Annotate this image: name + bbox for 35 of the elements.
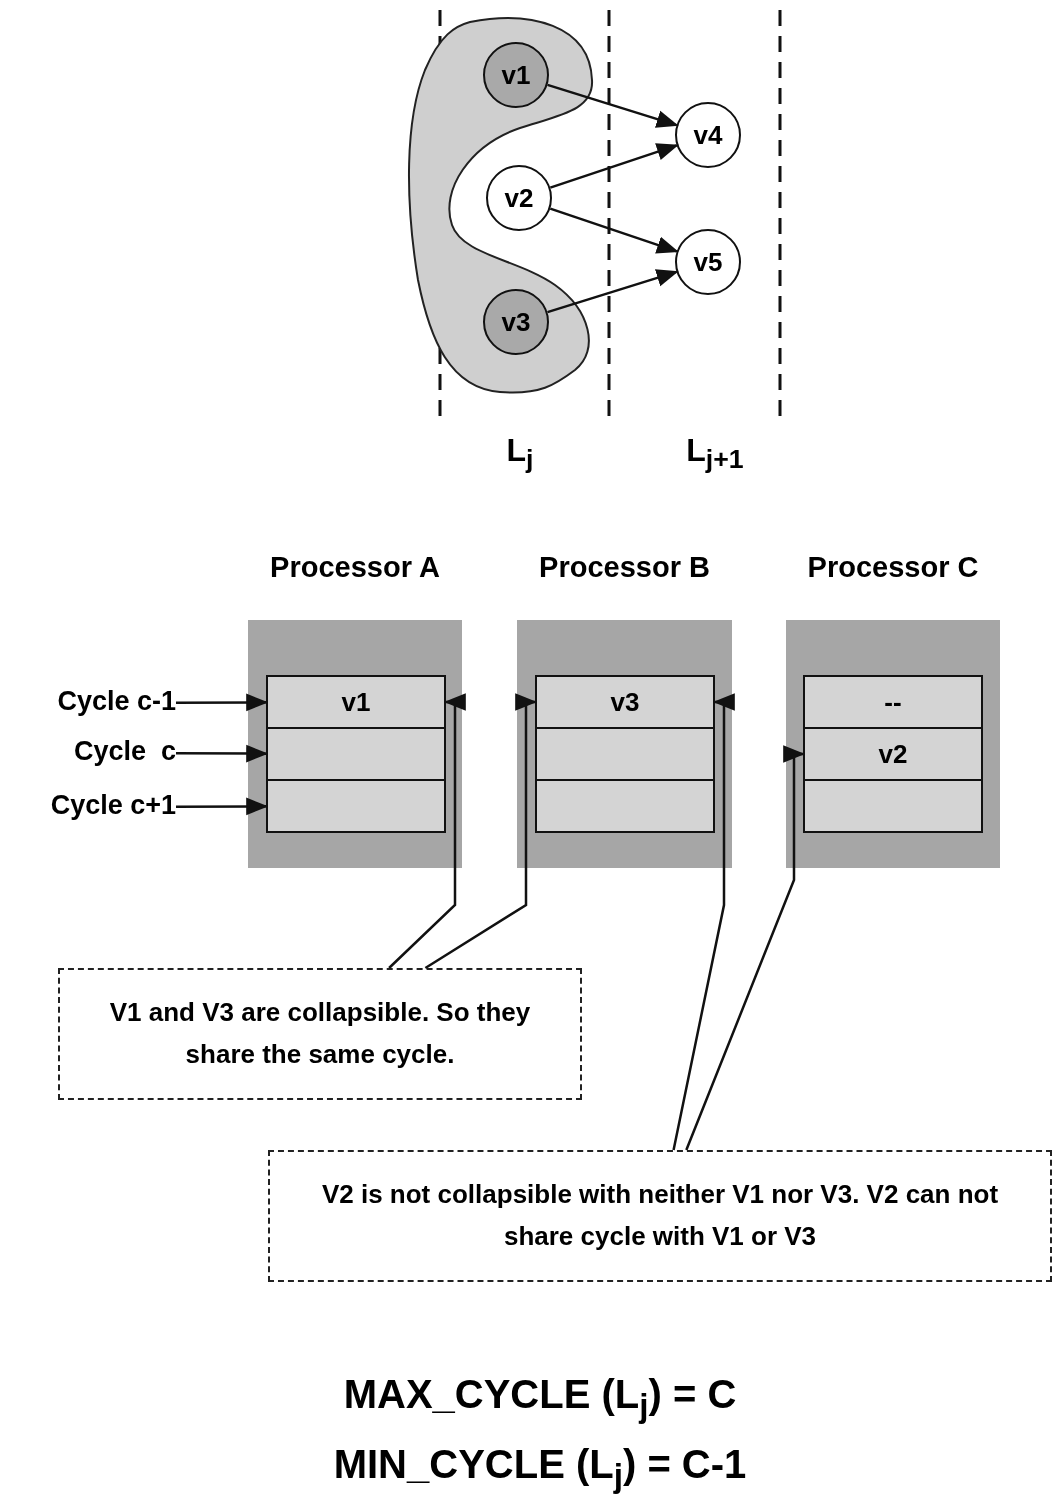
arrow [549,207,679,254]
processor-heading: Processor A [269,551,441,584]
cycle-slot [535,727,715,781]
processor-heading: Processor C [806,551,980,584]
layer-label: L$_{j+1}$ [685,432,745,476]
cycle-slot [803,779,983,833]
cycle-slot: v2 [803,727,983,781]
arrow [672,693,735,1151]
cycle-slot: -- [803,675,983,729]
cycle-slot: v1 [266,675,446,729]
note-box: V2 is not collapsible with neither V1 nor V3. V2 can not share cycle with V1 or V3 [268,1150,1052,1282]
processor-heading: Processor B [538,551,711,584]
row-label: Cycle c [8,736,176,770]
arrow [547,269,679,314]
vertex-circle: v4 [675,102,741,168]
arrow [547,83,679,128]
arrow [176,693,269,712]
vertex-circle: v5 [675,229,741,295]
row-label: Cycle c+1 [8,790,176,824]
note-box: V1 and V3 are collapsible. So they share the same cycle. [58,968,582,1100]
vertex-circle: v2 [486,165,552,231]
cycle-slot: v3 [535,675,715,729]
arrow [176,797,269,816]
cycle-slot [266,727,446,781]
arrow [424,693,538,970]
formula: MIN_CYCLE (L$_{j}$) = C-1 [332,1442,748,1494]
layer-label: L$_{j}$ [505,432,535,476]
cycle-slot [266,779,446,833]
cycle-slot [535,779,715,833]
formula: MAX_CYCLE (L$_{j}$) = C [342,1372,738,1425]
arrow [388,693,466,969]
arrow [549,143,679,189]
arrow [176,744,269,763]
row-label: Cycle c-1 [8,686,176,720]
arrow [685,745,806,1151]
